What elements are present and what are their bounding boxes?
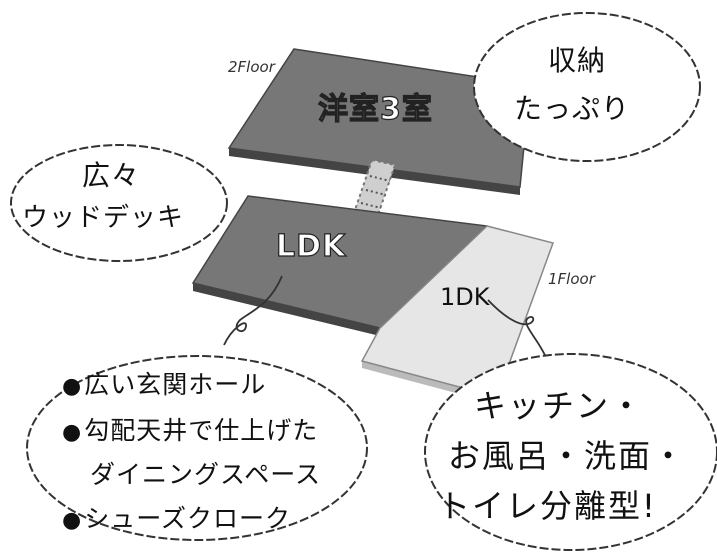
storage-line-1: 収納 bbox=[548, 44, 607, 77]
ldk-pointer-line bbox=[223, 275, 283, 346]
feature-text: 勾配天井で仕上げた bbox=[84, 416, 319, 445]
floor2-slab bbox=[227, 48, 531, 188]
floor1-dk-area bbox=[360, 225, 554, 398]
separate-line-1: キッチン・ bbox=[474, 387, 645, 425]
storage-line-2: たっぷり bbox=[514, 92, 631, 125]
feature-text: 広い玄関ホール bbox=[84, 370, 267, 399]
feature-item: ●勾配天井で仕上げた bbox=[62, 418, 318, 444]
floor2-label: 2Floor bbox=[228, 58, 275, 76]
floor1-label: 1Floor bbox=[548, 270, 595, 288]
bullet-icon: ● bbox=[62, 508, 83, 533]
bullet-icon: ● bbox=[62, 374, 83, 399]
feature-item: ダイニングスペース bbox=[90, 462, 321, 487]
dk-room-label: 1DK bbox=[440, 283, 490, 311]
deck-line-1: 広々 bbox=[82, 159, 141, 192]
dk-pointer-line bbox=[487, 299, 549, 363]
floor2-room-label: 洋室3室 bbox=[317, 92, 433, 127]
deck-line-2: ウッドデッキ bbox=[22, 203, 185, 233]
features-bubble bbox=[26, 355, 368, 541]
separate-bubble bbox=[424, 353, 717, 551]
deck-bubble bbox=[10, 144, 228, 262]
feature-text: ダイニングスペース bbox=[90, 460, 322, 489]
storage-bubble bbox=[473, 12, 701, 162]
separate-line-3: トイレ分離型! bbox=[438, 487, 657, 525]
separate-line-2: お風呂・洗面・ bbox=[448, 437, 687, 475]
ldk-room-label: LDK bbox=[275, 229, 347, 264]
feature-item: ●広い玄関ホール bbox=[62, 372, 266, 398]
floor1-slab-edge bbox=[193, 283, 380, 336]
stair-connector bbox=[353, 158, 397, 217]
feature-item: ●シューズクローク bbox=[62, 506, 291, 532]
feature-text: シューズクローク bbox=[84, 504, 291, 533]
bullet-icon: ● bbox=[62, 420, 83, 445]
